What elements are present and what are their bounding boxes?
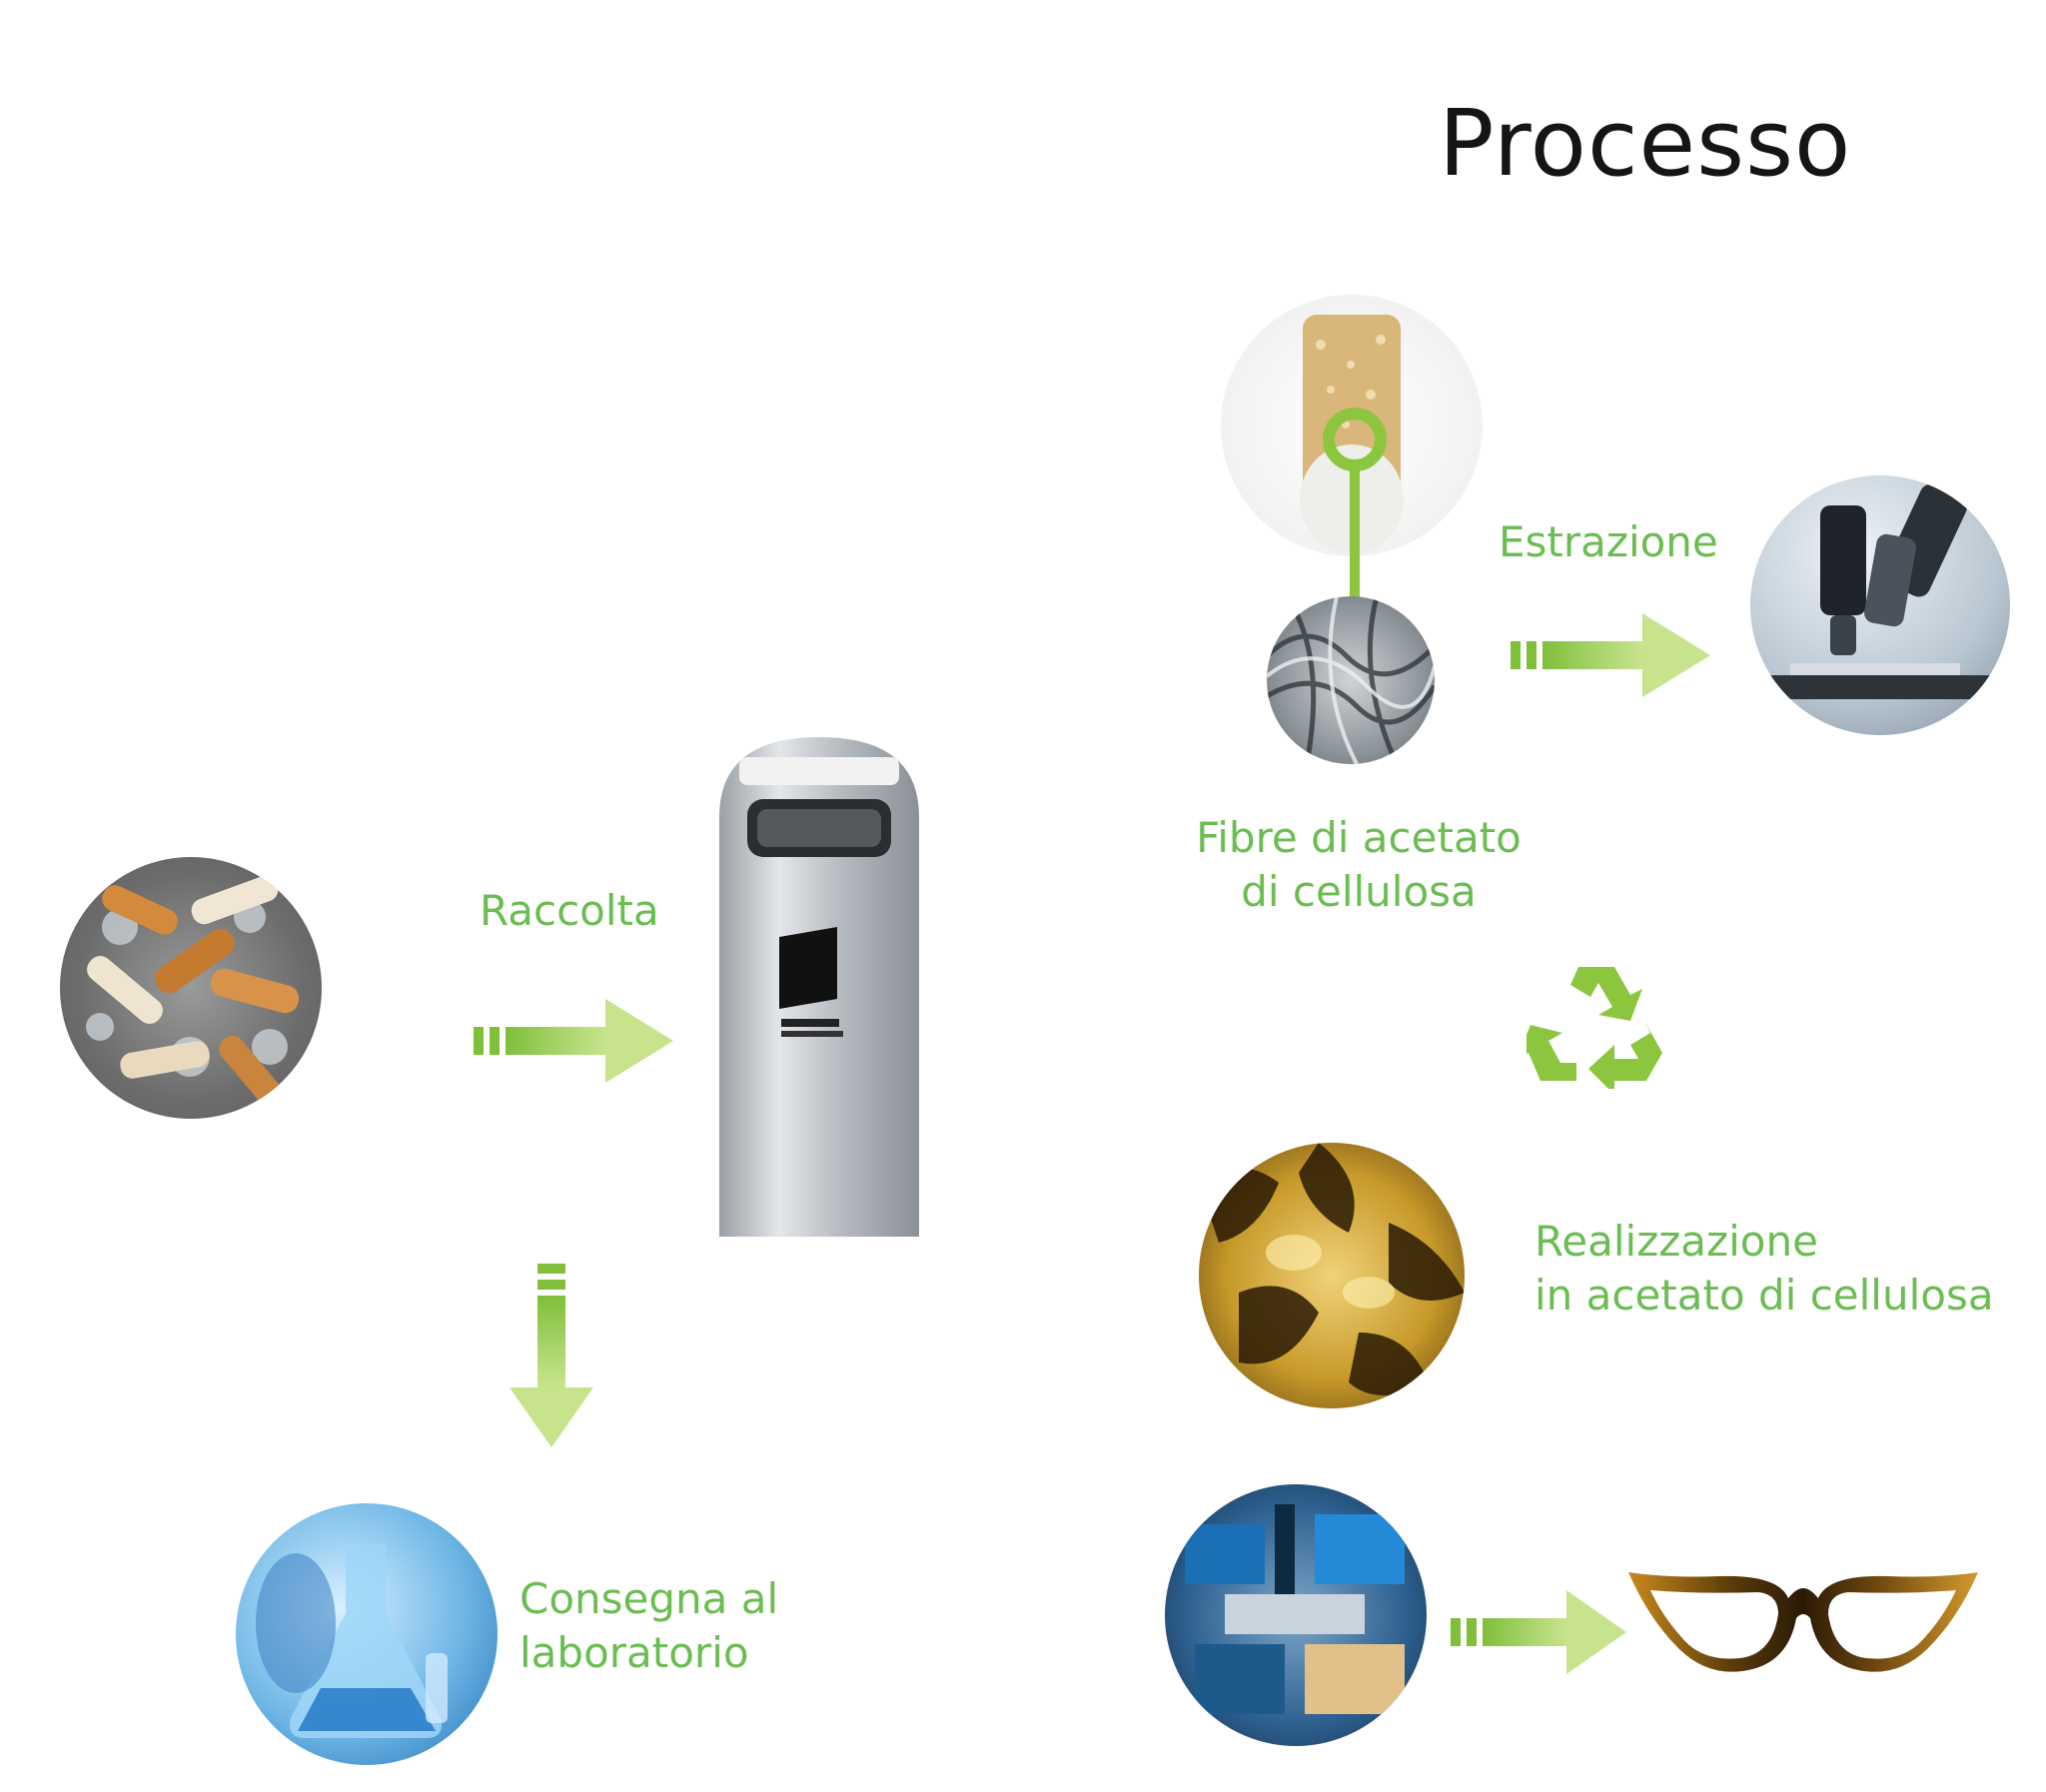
factory-machinery-icon (1165, 1484, 1427, 1746)
tortoiseshell-acetate-icon (1199, 1143, 1465, 1408)
arrow-down-icon (510, 1264, 593, 1447)
arrow-right-icon (1511, 613, 1710, 697)
cigarette-butts-icon (60, 857, 322, 1119)
ash-bin-icon (719, 737, 919, 1237)
step-realizzazione-label: Realizzazione in acetato di cellulosa (1534, 1215, 1994, 1323)
step-fibre-line2: di cellulosa (1241, 867, 1477, 916)
step-estrazione-label: Estrazione (1499, 517, 1718, 566)
microscope-icon (1750, 475, 2010, 735)
recycle-icon (1527, 959, 1666, 1089)
cellulose-fiber-icon (1267, 596, 1435, 764)
step-realizzazione-line2: in acetato di cellulosa (1534, 1271, 1994, 1320)
laboratory-flask-icon (236, 1503, 498, 1765)
step-raccolta-label: Raccolta (480, 886, 659, 935)
step-consegna-label: Consegna al laboratorio (519, 1572, 778, 1680)
cat-eye-glasses-icon (1628, 1558, 1978, 1688)
step-realizzazione-line1: Realizzazione (1534, 1217, 1818, 1266)
step-fibre-label: Fibre di acetato di cellulosa (1159, 811, 1558, 919)
step-consegna-line1: Consegna al (519, 1574, 779, 1623)
step-consegna-line2: laboratorio (519, 1628, 749, 1677)
page-title: Processo (1439, 90, 1852, 197)
filter-connector (1310, 404, 1400, 623)
arrow-right-icon (474, 999, 673, 1083)
step-fibre-line1: Fibre di acetato (1196, 813, 1522, 862)
arrow-right-icon (1451, 1590, 1626, 1674)
